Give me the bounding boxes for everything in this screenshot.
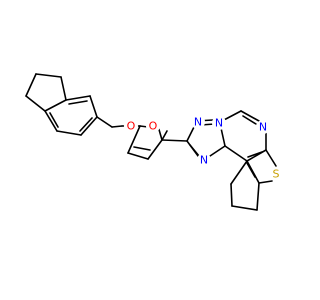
nitrogen-label-2: N: [215, 117, 223, 130]
bond: [231, 205, 258, 211]
bond: [127, 152, 149, 160]
bond: [68, 100, 88, 105]
molecule-canvas: O O N N N N S: [25, 73, 283, 211]
bond: [44, 110, 58, 132]
bond: [246, 162, 256, 178]
nitrogen-label-3: N: [259, 121, 267, 134]
bond: [127, 125, 141, 154]
oxygen-furan-label: O: [149, 120, 158, 133]
bond: [240, 110, 260, 122]
bond: [186, 124, 196, 142]
bond: [35, 73, 62, 78]
bond: [247, 151, 263, 158]
bond: [65, 95, 91, 101]
bond: [89, 95, 98, 118]
oxygen-ether-label: O: [127, 120, 136, 133]
bond: [224, 145, 248, 162]
bond: [189, 144, 200, 157]
bond: [246, 149, 267, 162]
bond: [49, 112, 59, 128]
sulfur-thiophene: S: [269, 167, 283, 181]
bond: [56, 130, 82, 136]
nitrogen-triazole-top-right: N: [212, 116, 226, 130]
bond: [220, 127, 226, 147]
nitrogen-label-4: N: [200, 154, 208, 167]
nitrogen-pyrimidine: N: [256, 120, 270, 134]
bond: [25, 95, 46, 112]
bond: [80, 116, 98, 136]
bond: [79, 117, 93, 132]
bond: [147, 139, 163, 160]
bond: [230, 183, 233, 207]
bond: [161, 139, 188, 142]
bond: [111, 125, 123, 128]
oxygen-ether-atom: O: [124, 119, 138, 133]
bond: [258, 180, 273, 184]
bonds: [25, 73, 277, 211]
atom-labels: O O N N N N S: [124, 115, 283, 181]
bond: [256, 182, 260, 211]
bond: [242, 115, 257, 125]
bond: [206, 145, 226, 159]
bond: [133, 146, 151, 151]
bond: [230, 160, 248, 185]
bond: [221, 110, 242, 122]
oxygen-furan-atom: O: [146, 119, 160, 133]
bond: [265, 149, 277, 167]
bond: [161, 130, 168, 141]
bond: [60, 76, 67, 101]
structure-diagram: O O N N N N S: [25, 73, 283, 211]
nitrogen-triazole-top-left: N: [191, 115, 205, 129]
bond: [25, 73, 37, 97]
nitrogen-triazole-bottom: N: [197, 153, 211, 167]
bond: [96, 116, 113, 128]
sulfur-label: S: [273, 168, 280, 181]
nitrogen-label-1: N: [194, 116, 202, 129]
bond: [44, 99, 67, 112]
